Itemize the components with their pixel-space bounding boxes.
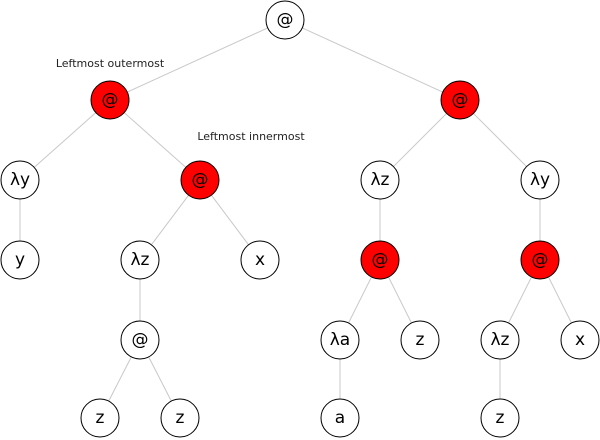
node-label: z bbox=[176, 408, 185, 428]
node-label: @ bbox=[372, 250, 389, 270]
redex-node-circle bbox=[360, 240, 400, 280]
tree-node-r-x: x bbox=[560, 320, 600, 360]
node-label: x bbox=[575, 330, 585, 350]
node-label: z bbox=[496, 408, 505, 428]
node-label: λa bbox=[330, 330, 350, 350]
node-circle bbox=[265, 0, 305, 40]
node-label: @ bbox=[277, 10, 294, 30]
tree-node-r-lam-z: λz bbox=[360, 160, 400, 200]
tree-node-l-app: @ bbox=[180, 160, 220, 200]
node-label: @ bbox=[452, 90, 469, 110]
node-circle bbox=[0, 160, 40, 200]
node-label: @ bbox=[132, 330, 149, 350]
node-label: λz bbox=[491, 330, 510, 350]
tree-edge bbox=[548, 276, 572, 324]
tree-node-l-x: x bbox=[240, 240, 280, 280]
node-label: λy bbox=[10, 170, 30, 190]
node-label: @ bbox=[102, 90, 119, 110]
tree-edge bbox=[348, 276, 372, 324]
tree-node-r-lam-a: λa bbox=[320, 320, 360, 360]
tree-node-r-lam-z2: λz bbox=[480, 320, 520, 360]
tree-edge bbox=[33, 112, 97, 168]
node-circle bbox=[120, 240, 160, 280]
node-label: @ bbox=[532, 250, 549, 270]
tree-edges bbox=[19, 27, 572, 402]
node-label: λz bbox=[131, 250, 150, 270]
node-circle bbox=[360, 160, 400, 200]
tree-node-r-app2: @ bbox=[520, 240, 560, 280]
node-label: λy bbox=[530, 170, 550, 190]
tree-edge bbox=[210, 194, 250, 246]
node-label: z bbox=[96, 408, 105, 428]
tree-edge bbox=[148, 356, 172, 402]
node-label: λz bbox=[371, 170, 390, 190]
node-circle bbox=[320, 320, 360, 360]
tree-node-r-a: a bbox=[320, 398, 360, 438]
node-circle bbox=[480, 398, 520, 438]
redex-node-circle bbox=[180, 160, 220, 200]
node-label: a bbox=[335, 408, 345, 428]
node-circle bbox=[0, 240, 40, 280]
tree-node-r-lam-y: λy bbox=[520, 160, 560, 200]
tree-edge bbox=[393, 113, 447, 167]
tree-edge bbox=[388, 276, 412, 324]
tree-node-r-app1: @ bbox=[360, 240, 400, 280]
redex-node-circle bbox=[90, 80, 130, 120]
tree-edge bbox=[123, 112, 187, 168]
tree-node-l: @ bbox=[90, 80, 130, 120]
node-label: @ bbox=[192, 170, 209, 190]
node-circle bbox=[560, 320, 600, 360]
tree-node-r-z2: z bbox=[480, 398, 520, 438]
tree-node-r-z: z bbox=[400, 320, 440, 360]
tree-node-l-lam-z: λz bbox=[120, 240, 160, 280]
node-circle bbox=[80, 398, 120, 438]
node-label: z bbox=[416, 330, 425, 350]
redex-node-circle bbox=[440, 80, 480, 120]
node-circle bbox=[120, 320, 160, 360]
node-circle bbox=[240, 240, 280, 280]
tree-edge bbox=[150, 194, 190, 246]
tree-node-r: @ bbox=[440, 80, 480, 120]
tree-edge bbox=[302, 27, 443, 93]
redex-node-circle bbox=[520, 240, 560, 280]
node-circle bbox=[400, 320, 440, 360]
node-label: y bbox=[15, 250, 25, 270]
node-circle bbox=[160, 398, 200, 438]
tree-node-l-lam-y: λy bbox=[0, 160, 40, 200]
node-label: x bbox=[255, 250, 265, 270]
tree-node-l-app2: @ bbox=[120, 320, 160, 360]
tree-edge bbox=[108, 356, 132, 402]
tree-node-root: @ bbox=[265, 0, 305, 40]
tree-node-l-z1: z bbox=[80, 398, 120, 438]
node-circle bbox=[480, 320, 520, 360]
tree-edge bbox=[473, 113, 527, 167]
node-circle bbox=[520, 160, 560, 200]
node-circle bbox=[320, 398, 360, 438]
tree-node-l-z2: z bbox=[160, 398, 200, 438]
tree-edge bbox=[508, 276, 532, 324]
annotation-leftmost-innermost: Leftmost innermost bbox=[197, 130, 305, 143]
tree-node-l-y: y bbox=[0, 240, 40, 280]
annotation-leftmost-outermost: Leftmost outermost bbox=[56, 57, 165, 70]
tree-edge bbox=[127, 27, 268, 93]
